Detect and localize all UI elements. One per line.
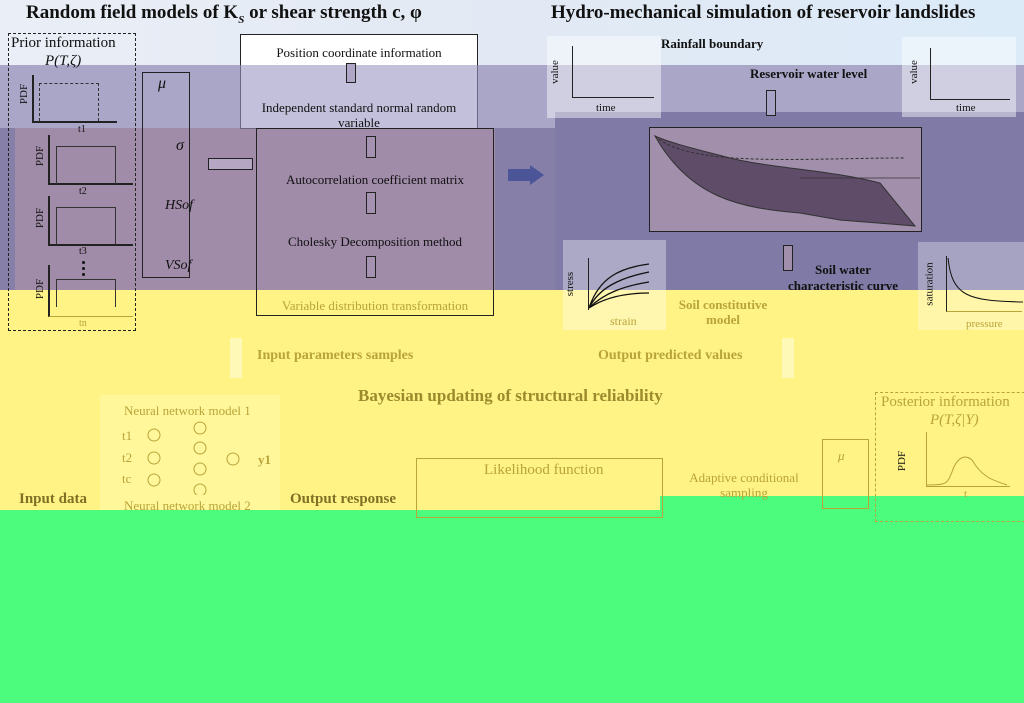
t-label-1: t1: [78, 124, 86, 135]
stress-strain-axes: [588, 258, 656, 310]
left-panel-title: Random field models of KS or shear stren…: [26, 2, 422, 26]
pdf-axis-label-2: PDF: [34, 145, 47, 167]
landslide-mesh-icon: [653, 134, 920, 227]
pressure-axis: pressure: [966, 318, 1003, 330]
pdf-axis-label-4: PDF: [34, 278, 47, 300]
title-text: Random field models of K: [26, 2, 239, 23]
reservoir-down-arrow: [766, 90, 776, 116]
param-vsof: VSof: [165, 258, 192, 273]
nn-model-2-label: Neural network model 2: [124, 498, 251, 513]
pdf-plot-1: [32, 75, 117, 123]
prior-label: Prior information: [11, 35, 116, 51]
step-independent: Independent standard normal random varia…: [261, 100, 457, 130]
param-hsof: HSof: [165, 198, 193, 213]
output-response-label: Output response: [290, 491, 396, 507]
rainfall-axes: [572, 46, 654, 98]
down-arrow-1: [346, 63, 356, 83]
step-cholesky: Cholesky Decomposition method: [287, 234, 463, 249]
reservoir-water-level-label: Reservoir water level: [750, 66, 868, 81]
strain-axis: strain: [610, 314, 637, 328]
step-transformation: Variable distribution transformation: [281, 298, 469, 313]
posterior-mu: μ: [838, 448, 845, 463]
bayes-title: Bayesian updating of structural reliabil…: [358, 386, 663, 405]
center-right-arrow-icon: [508, 169, 530, 181]
center-arrow-head-icon: [530, 165, 544, 185]
top-background: [0, 0, 1024, 65]
steps-box-top-overlay: [240, 65, 478, 129]
right-panel-title: Hydro-mechanical simulation of reservoir…: [551, 2, 976, 23]
pdf-plot-2: [48, 135, 133, 185]
steps-box: [256, 128, 494, 316]
up-arrow-swcc: [783, 245, 793, 271]
prior-information-box: [8, 33, 136, 331]
swcc-axes: [946, 256, 1024, 312]
soil-constitutive-label: Soil constitutive model: [678, 297, 768, 327]
nn-model-1-label: Neural network model 1: [124, 403, 251, 418]
title-tail: or shear strength c, φ: [244, 2, 422, 23]
pdf-axis-label-1: PDF: [18, 83, 31, 105]
posterior-t-axis: t: [964, 488, 968, 500]
nn-input-t2: t2: [122, 450, 133, 465]
posterior-curve-icon: [926, 456, 1008, 486]
neural-network-panel: [100, 395, 280, 510]
t-label-n: tn: [79, 318, 87, 329]
pdf-plot-3: [48, 196, 133, 246]
likelihood-box: [416, 458, 663, 518]
input-down-arrow: [230, 338, 242, 378]
t-label-2: t2: [79, 186, 87, 197]
water-level-axes: [930, 48, 1010, 100]
output-down-arrow: [782, 338, 794, 378]
rainfall-chart: [547, 36, 661, 118]
stress-axis: stress: [564, 271, 577, 297]
posterior-formula: P(T,ζ|Y): [930, 412, 979, 428]
step-position: Position coordinate information: [276, 45, 442, 60]
nn-nodes-icon: [145, 420, 255, 500]
water-level-time-axis: time: [956, 102, 976, 114]
swcc-chart: [918, 242, 1024, 330]
step-autocorrelation: Autocorrelation coefficient matrix: [285, 172, 465, 187]
ellipsis-dots-icon: [82, 261, 86, 279]
water-level-value-axis: value: [907, 60, 920, 84]
green-band: [0, 510, 1024, 703]
rainfall-time-axis: time: [596, 102, 616, 114]
saturation-axis: saturation: [923, 262, 936, 306]
posterior-label: Posterior information: [881, 394, 1010, 410]
posterior-information-box: [875, 392, 1024, 522]
nn-output-y: y1: [258, 452, 271, 467]
down-arrow-2: [366, 136, 376, 158]
landslide-mesh-model: [649, 127, 922, 232]
rainfall-value-axis: value: [548, 60, 561, 84]
stress-strain-chart: [563, 240, 666, 330]
posterior-pdf-axis: PDF: [896, 450, 909, 472]
param-mu: μ: [158, 75, 167, 92]
down-arrow-4: [366, 256, 376, 278]
water-level-chart: [902, 37, 1016, 117]
stress-strain-curves-icon: [588, 263, 650, 309]
pdf-axis-label-3: PDF: [34, 207, 47, 229]
green-band-right: [660, 496, 1024, 516]
swcc-curve-icon: [947, 257, 1024, 303]
input-parameters-samples-label: Input parameters samples: [257, 348, 414, 363]
title-subscript: S: [238, 13, 245, 26]
parameter-box: [142, 72, 190, 278]
right-arrow-icon: [208, 158, 253, 170]
output-predicted-values-label: Output predicted values: [598, 348, 743, 363]
input-data-label: Input data: [19, 491, 87, 507]
nn-input-t1: t1: [122, 428, 133, 443]
pdf-plot-4: [48, 265, 133, 317]
adaptive-sampling-label: Adaptive conditional sampling: [689, 470, 799, 500]
down-arrow-3: [366, 192, 376, 214]
swcc-label: Soil water characteristic curve: [787, 262, 899, 293]
left-purple-panel: [15, 128, 495, 303]
likelihood-label: Likelihood function: [484, 462, 604, 478]
nn-input-tc: tc: [122, 471, 132, 486]
posterior-pdf-plot: [926, 432, 1010, 487]
mu-box: [822, 439, 869, 509]
t-label-3: t3: [79, 246, 87, 257]
param-sigma: σ: [176, 137, 184, 154]
prior-formula: P(T,ζ): [45, 53, 82, 69]
rainfall-boundary-label: Rainfall boundary: [661, 36, 764, 51]
